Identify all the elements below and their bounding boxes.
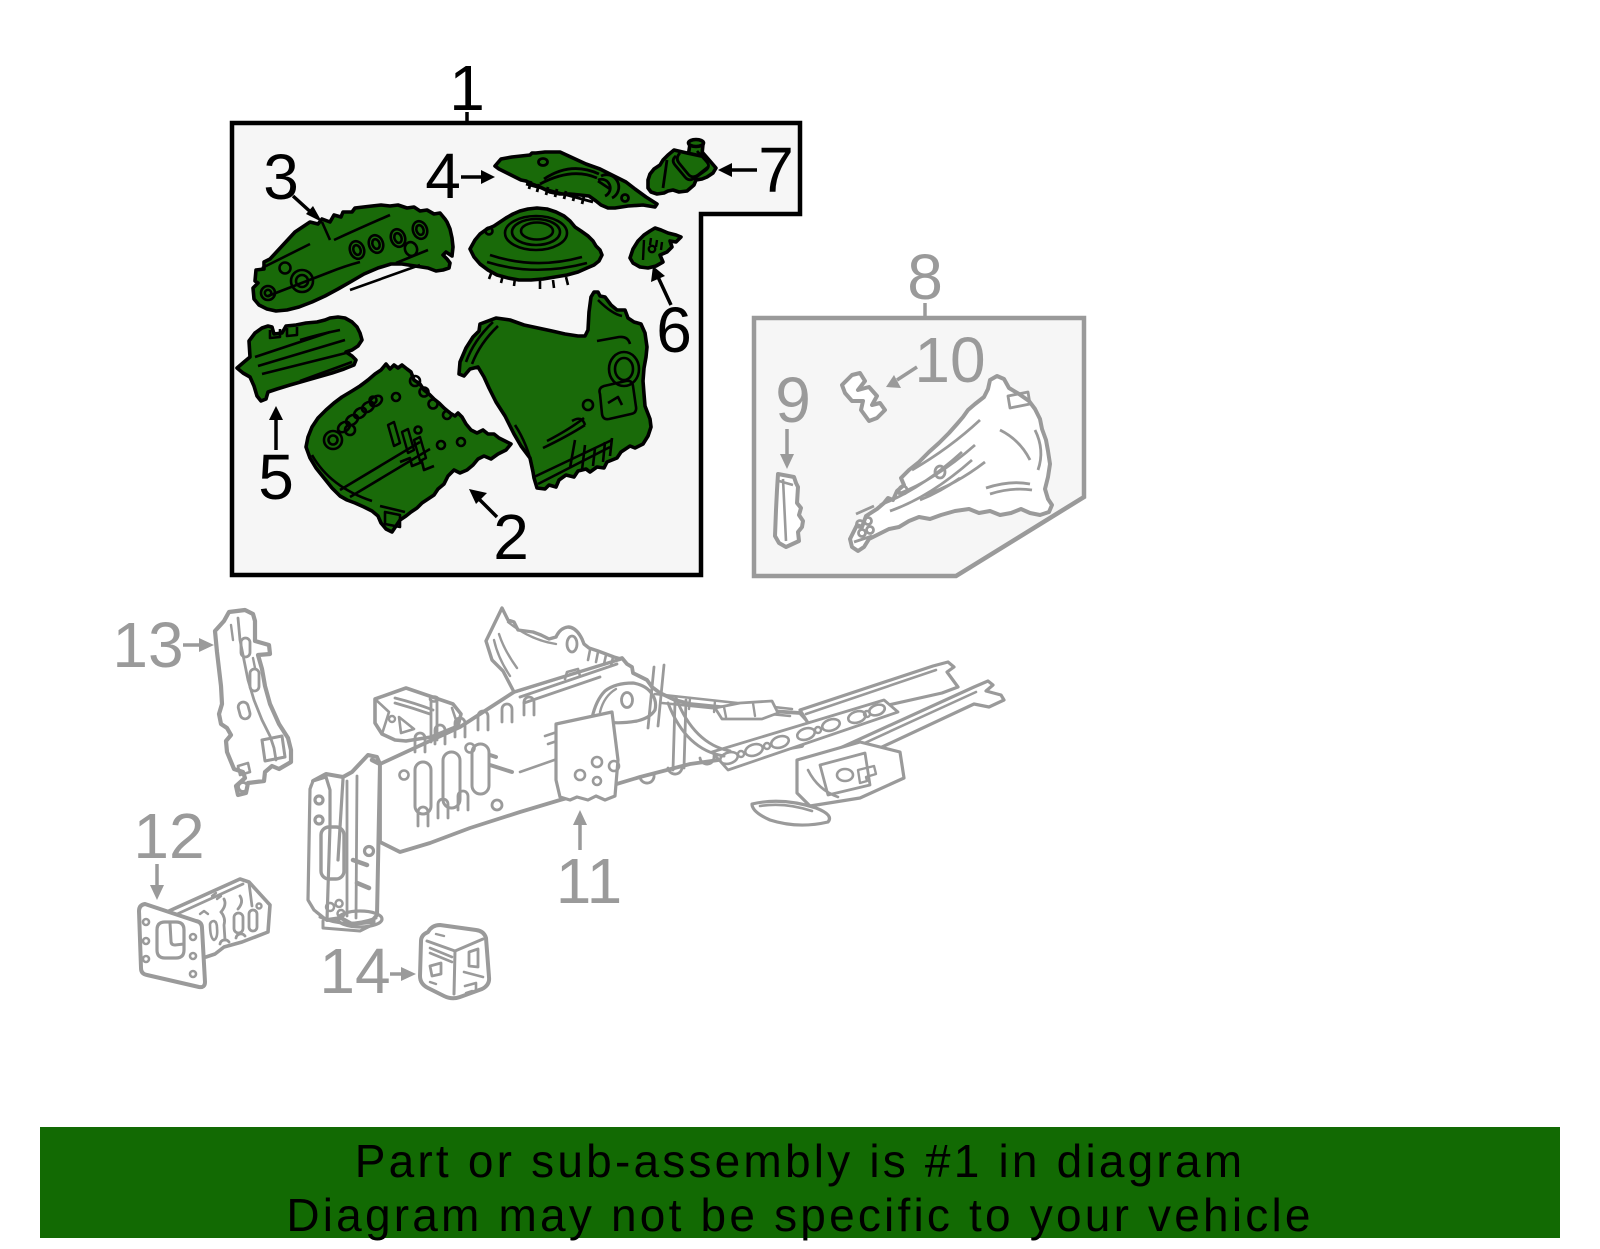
svg-text:8: 8	[907, 241, 943, 313]
svg-text:Part or sub-assembly is #1 in: Part or sub-assembly is #1 in diagram	[355, 1135, 1246, 1187]
svg-text:7: 7	[758, 134, 794, 206]
svg-text:11: 11	[556, 845, 622, 917]
svg-text:2: 2	[493, 501, 529, 573]
svg-text:9: 9	[775, 364, 811, 436]
svg-text:5: 5	[258, 441, 294, 513]
svg-text:12: 12	[133, 800, 204, 872]
svg-text:13: 13	[112, 609, 183, 681]
svg-text:14: 14	[319, 935, 390, 1007]
svg-text:4: 4	[425, 140, 461, 212]
svg-text:10: 10	[914, 324, 985, 396]
svg-text:3: 3	[263, 141, 299, 213]
svg-text:Diagram may not be specific to: Diagram may not be specific to your vehi…	[286, 1189, 1313, 1241]
svg-text:6: 6	[656, 294, 692, 366]
